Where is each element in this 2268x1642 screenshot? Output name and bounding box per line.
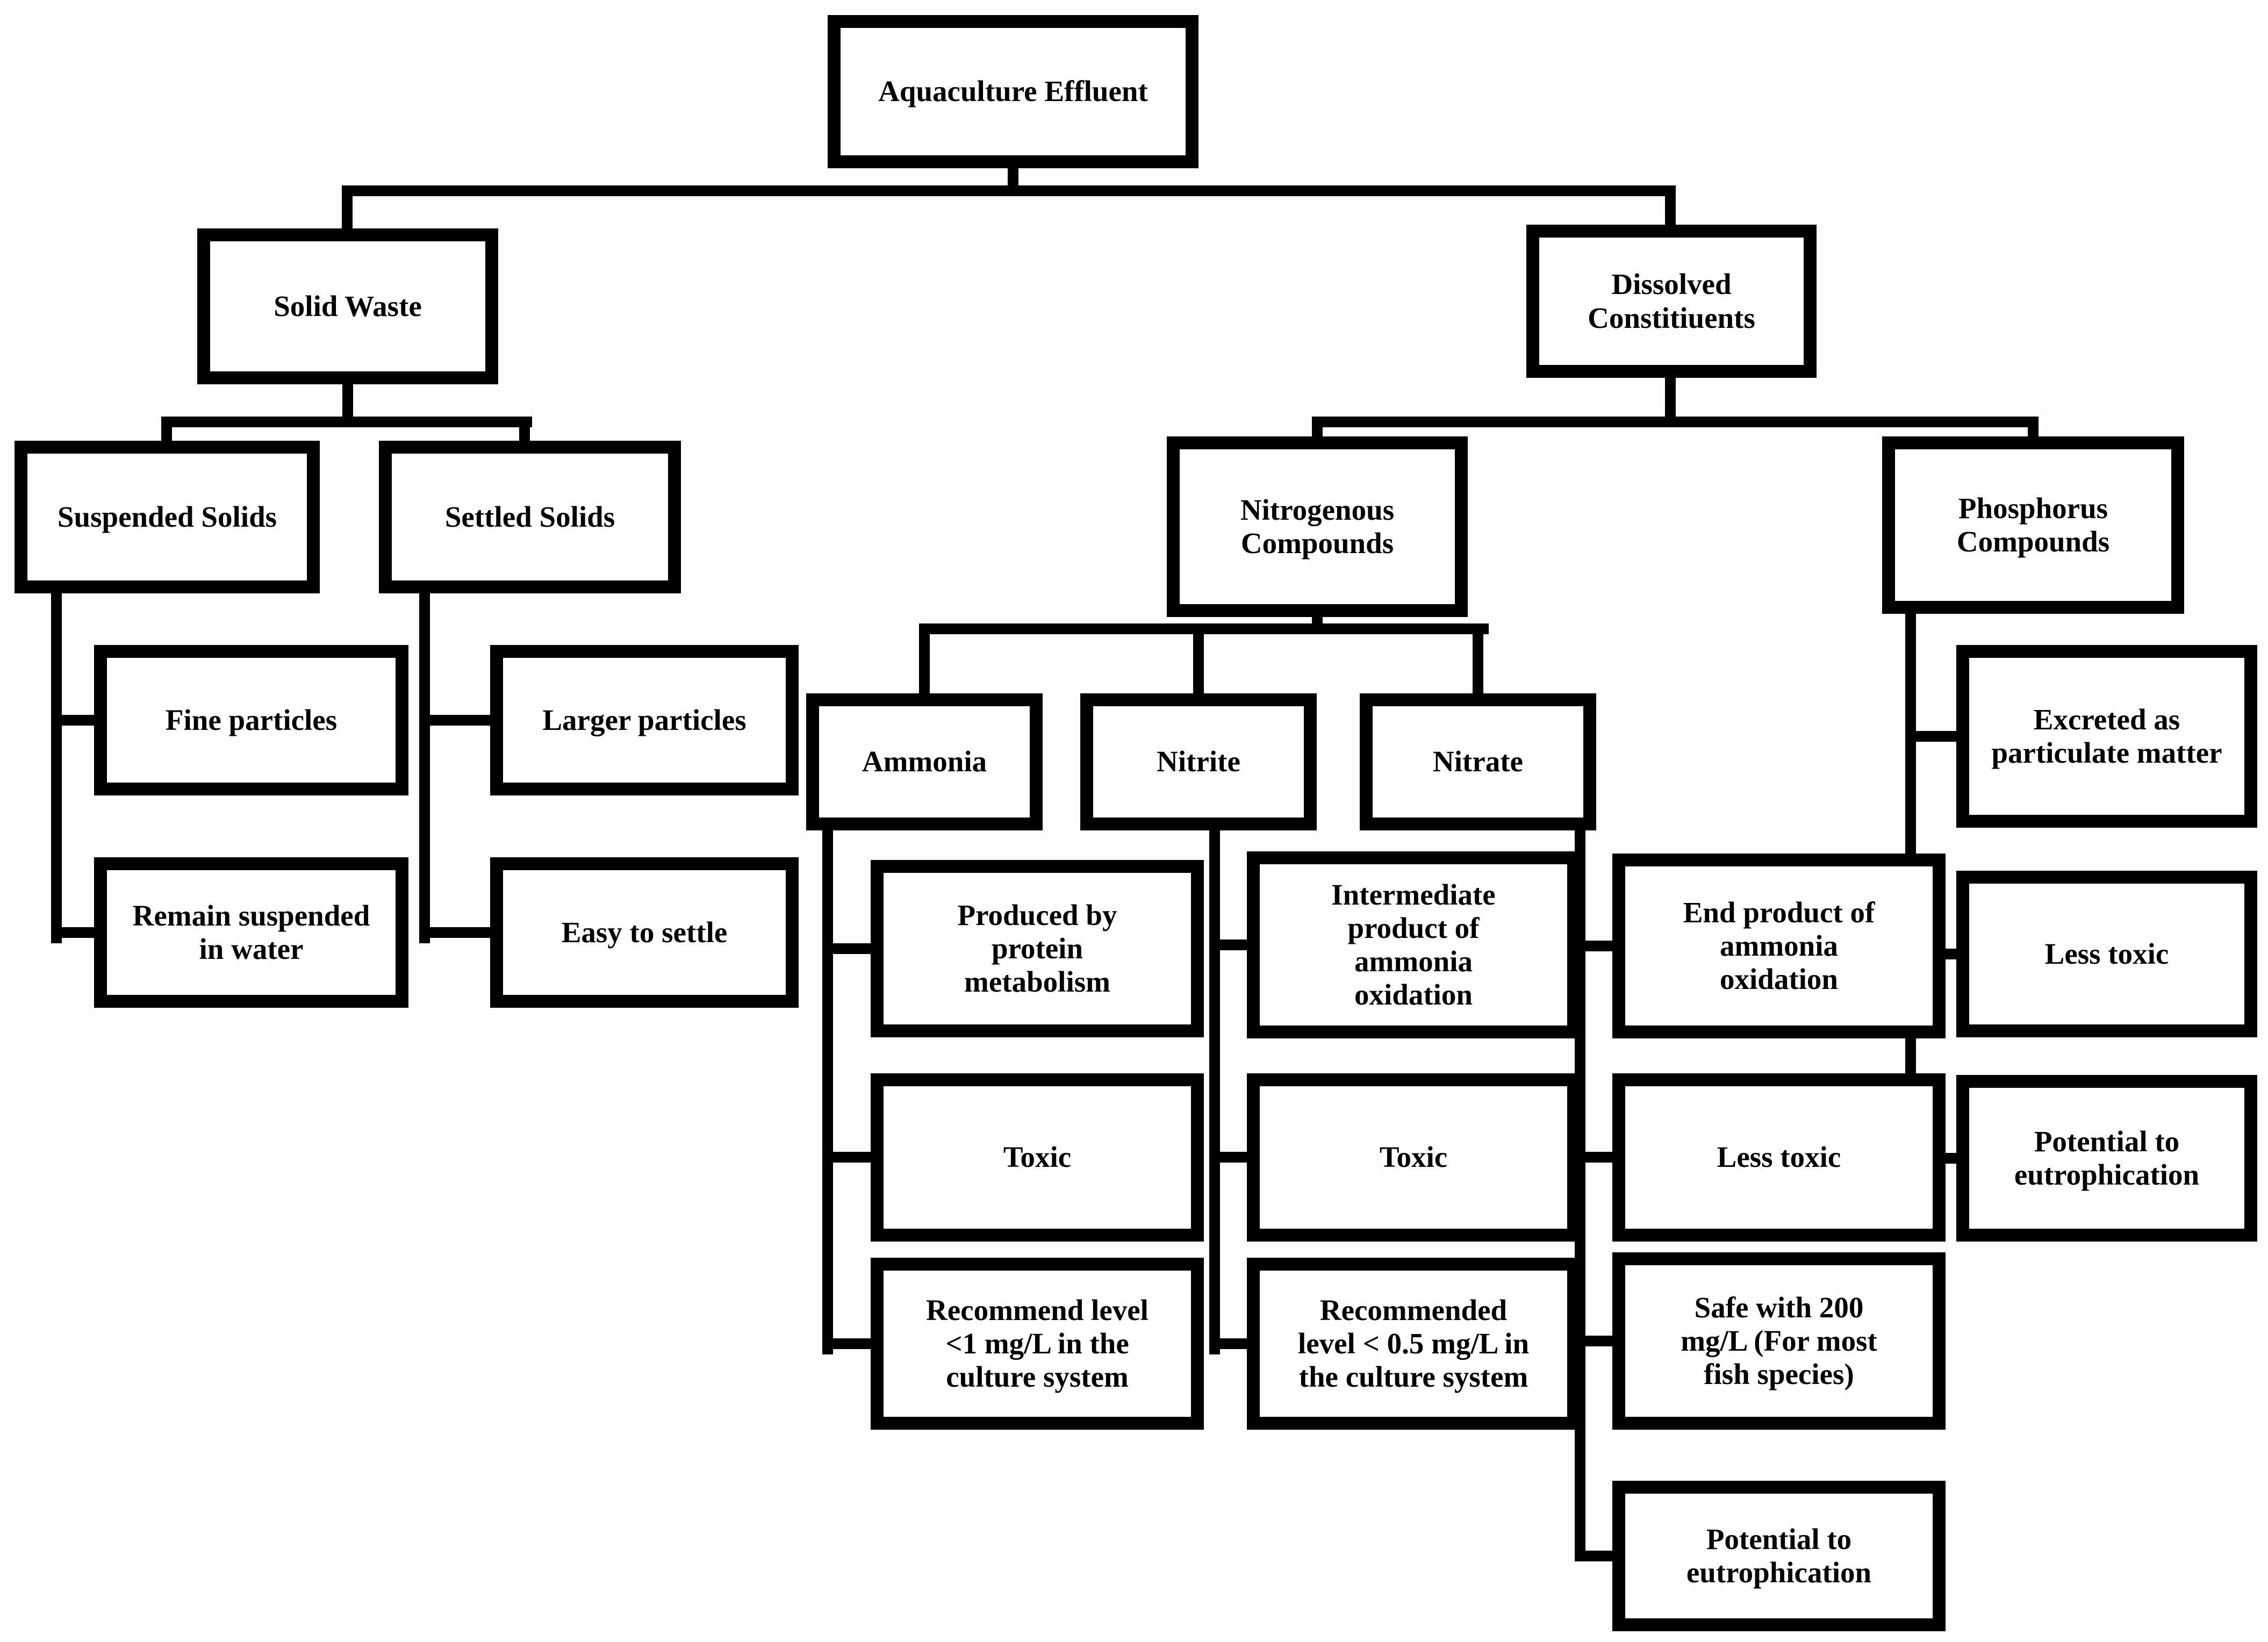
- edge-nitrite-spine: [1209, 830, 1220, 1354]
- edge-stub-remain-suspended: [51, 927, 94, 938]
- node-nitrogenous-compounds: Nitrogenous Compounds: [1167, 436, 1468, 617]
- node-label: Settled Solids: [444, 500, 615, 533]
- node-suspended-solids: Suspended Solids: [15, 441, 320, 593]
- node-label: Nitrate: [1433, 745, 1523, 778]
- node-label: Potential to eutrophication: [2014, 1124, 2200, 1191]
- edge-stub-fine-particles: [51, 715, 94, 726]
- edge-drop-nitrate: [1473, 623, 1483, 693]
- edge-dissolved-drop: [1665, 378, 1676, 418]
- edge-drop-dissolved: [1665, 185, 1676, 228]
- edge-drop-ammonia: [919, 623, 930, 693]
- edge-nitrogenous-bar: [919, 623, 1489, 634]
- node-label: Aquaculture Effluent: [878, 75, 1148, 108]
- node-label: End product of ammonia oxidation: [1683, 895, 1875, 996]
- node-phosphorus-less-toxic: Less toxic: [1956, 871, 2257, 1037]
- node-easy-to-settle: Easy to settle: [490, 857, 799, 1008]
- node-label: Recommended level < 0.5 mg/L in the cult…: [1297, 1293, 1530, 1394]
- edge-stub-ammonia-toxicity: [822, 1152, 871, 1163]
- edge-solid-waste-bar: [161, 417, 532, 427]
- node-label: Toxic: [1003, 1141, 1072, 1174]
- node-phosphorus-compounds: Phosphorus Compounds: [1882, 436, 2184, 614]
- node-nitrite-toxic: Toxic: [1247, 1073, 1580, 1242]
- node-end-product: End product of ammonia oxidation: [1612, 854, 1946, 1038]
- edge-stub-ammonia-level: [822, 1338, 871, 1349]
- edge-drop-suspended: [161, 417, 172, 441]
- node-larger-particles: Larger particles: [490, 645, 799, 795]
- node-settled-solids: Settled Solids: [379, 441, 681, 593]
- node-label: Toxic: [1379, 1141, 1448, 1174]
- node-nitrite: Nitrite: [1080, 693, 1317, 830]
- node-excreted-particulate: Excreted as particulate matter: [1956, 645, 2257, 828]
- node-remain-suspended: Remain suspended in water: [94, 857, 408, 1008]
- node-label: Potential to eutrophication: [1686, 1522, 1872, 1589]
- edge-settled-spine: [419, 593, 430, 943]
- node-produced-by-protein: Produced by protein metabolism: [871, 860, 1204, 1037]
- node-label: Phosphorus Compounds: [1956, 491, 2110, 558]
- node-label: Dissolved Constitiuents: [1588, 268, 1755, 334]
- edge-drop-phosphorus: [2028, 417, 2039, 438]
- edge-suspended-spine: [51, 593, 62, 943]
- node-nitrate-eutrophication: Potential to eutrophication: [1612, 1481, 1946, 1631]
- edge-stub-nitrate-source: [1575, 941, 1612, 951]
- node-aquaculture-effluent: Aquaculture Effluent: [828, 15, 1198, 168]
- node-ammonia: Ammonia: [806, 693, 1043, 830]
- node-ammonia-toxic: Toxic: [871, 1073, 1204, 1242]
- edge-stub-nitrate-level: [1575, 1336, 1612, 1346]
- edge-drop-solid-waste: [342, 185, 353, 228]
- node-label: Solid Waste: [274, 289, 422, 322]
- edge-stub-ammonia-source: [822, 943, 871, 954]
- edge-stub-nitrate-toxicity: [1575, 1152, 1612, 1163]
- edge-stub-nitrite-toxicity: [1209, 1152, 1247, 1163]
- node-label: Remain suspended in water: [132, 899, 370, 965]
- node-nitrate: Nitrate: [1360, 693, 1596, 830]
- edge-main-bar: [342, 185, 1676, 196]
- node-nitrate-safe-level: Safe with 200 mg/L (For most fish specie…: [1612, 1252, 1946, 1430]
- edge-stub-easy-to-settle: [419, 927, 490, 938]
- node-label: Ammonia: [862, 745, 987, 778]
- node-label: Recommend level <1 mg/L in the culture s…: [926, 1293, 1149, 1394]
- node-ammonia-recommend-level: Recommend level <1 mg/L in the culture s…: [871, 1258, 1204, 1430]
- node-dissolved-constituents: Dissolved Constitiuents: [1526, 225, 1817, 378]
- node-label: Suspended Solids: [57, 500, 277, 533]
- node-fine-particles: Fine particles: [94, 645, 408, 795]
- node-label: Easy to settle: [561, 915, 728, 949]
- node-label: Produced by protein metabolism: [957, 898, 1117, 999]
- node-label: Larger particles: [542, 703, 747, 736]
- node-nitrite-recommend-level: Recommended level < 0.5 mg/L in the cult…: [1247, 1258, 1580, 1430]
- edge-drop-settled: [519, 417, 530, 441]
- node-label: Excreted as particulate matter: [1991, 702, 2222, 769]
- node-phosphorus-eutrophication: Potential to eutrophication: [1956, 1075, 2257, 1242]
- node-label: Safe with 200 mg/L (For most fish specie…: [1681, 1290, 1877, 1391]
- node-label: Fine particles: [165, 703, 338, 736]
- edge-stub-nitrate-effect: [1575, 1551, 1612, 1561]
- edge-drop-nitrogenous: [1312, 417, 1323, 438]
- edge-stub-phosphorus-source: [1905, 731, 1956, 742]
- node-nitrate-less-toxic: Less toxic: [1612, 1073, 1946, 1242]
- node-label: Nitrogenous Compounds: [1240, 493, 1395, 560]
- edge-stub-nitrite-level: [1209, 1338, 1247, 1349]
- node-label: Nitrite: [1157, 745, 1240, 778]
- edge-drop-nitrite: [1193, 623, 1204, 693]
- node-solid-waste: Solid Waste: [197, 228, 498, 384]
- edge-stub-nitrite-source: [1209, 940, 1247, 950]
- edge-dissolved-bar: [1312, 417, 2039, 427]
- node-label: Less toxic: [2044, 937, 2169, 970]
- node-label: Intermediate product of ammonia oxidatio…: [1331, 878, 1496, 1012]
- node-label: Less toxic: [1717, 1141, 1841, 1174]
- edge-ammonia-spine: [822, 830, 833, 1354]
- edge-stub-larger-particles: [419, 715, 490, 726]
- node-intermediate-product: Intermediate product of ammonia oxidatio…: [1247, 851, 1580, 1038]
